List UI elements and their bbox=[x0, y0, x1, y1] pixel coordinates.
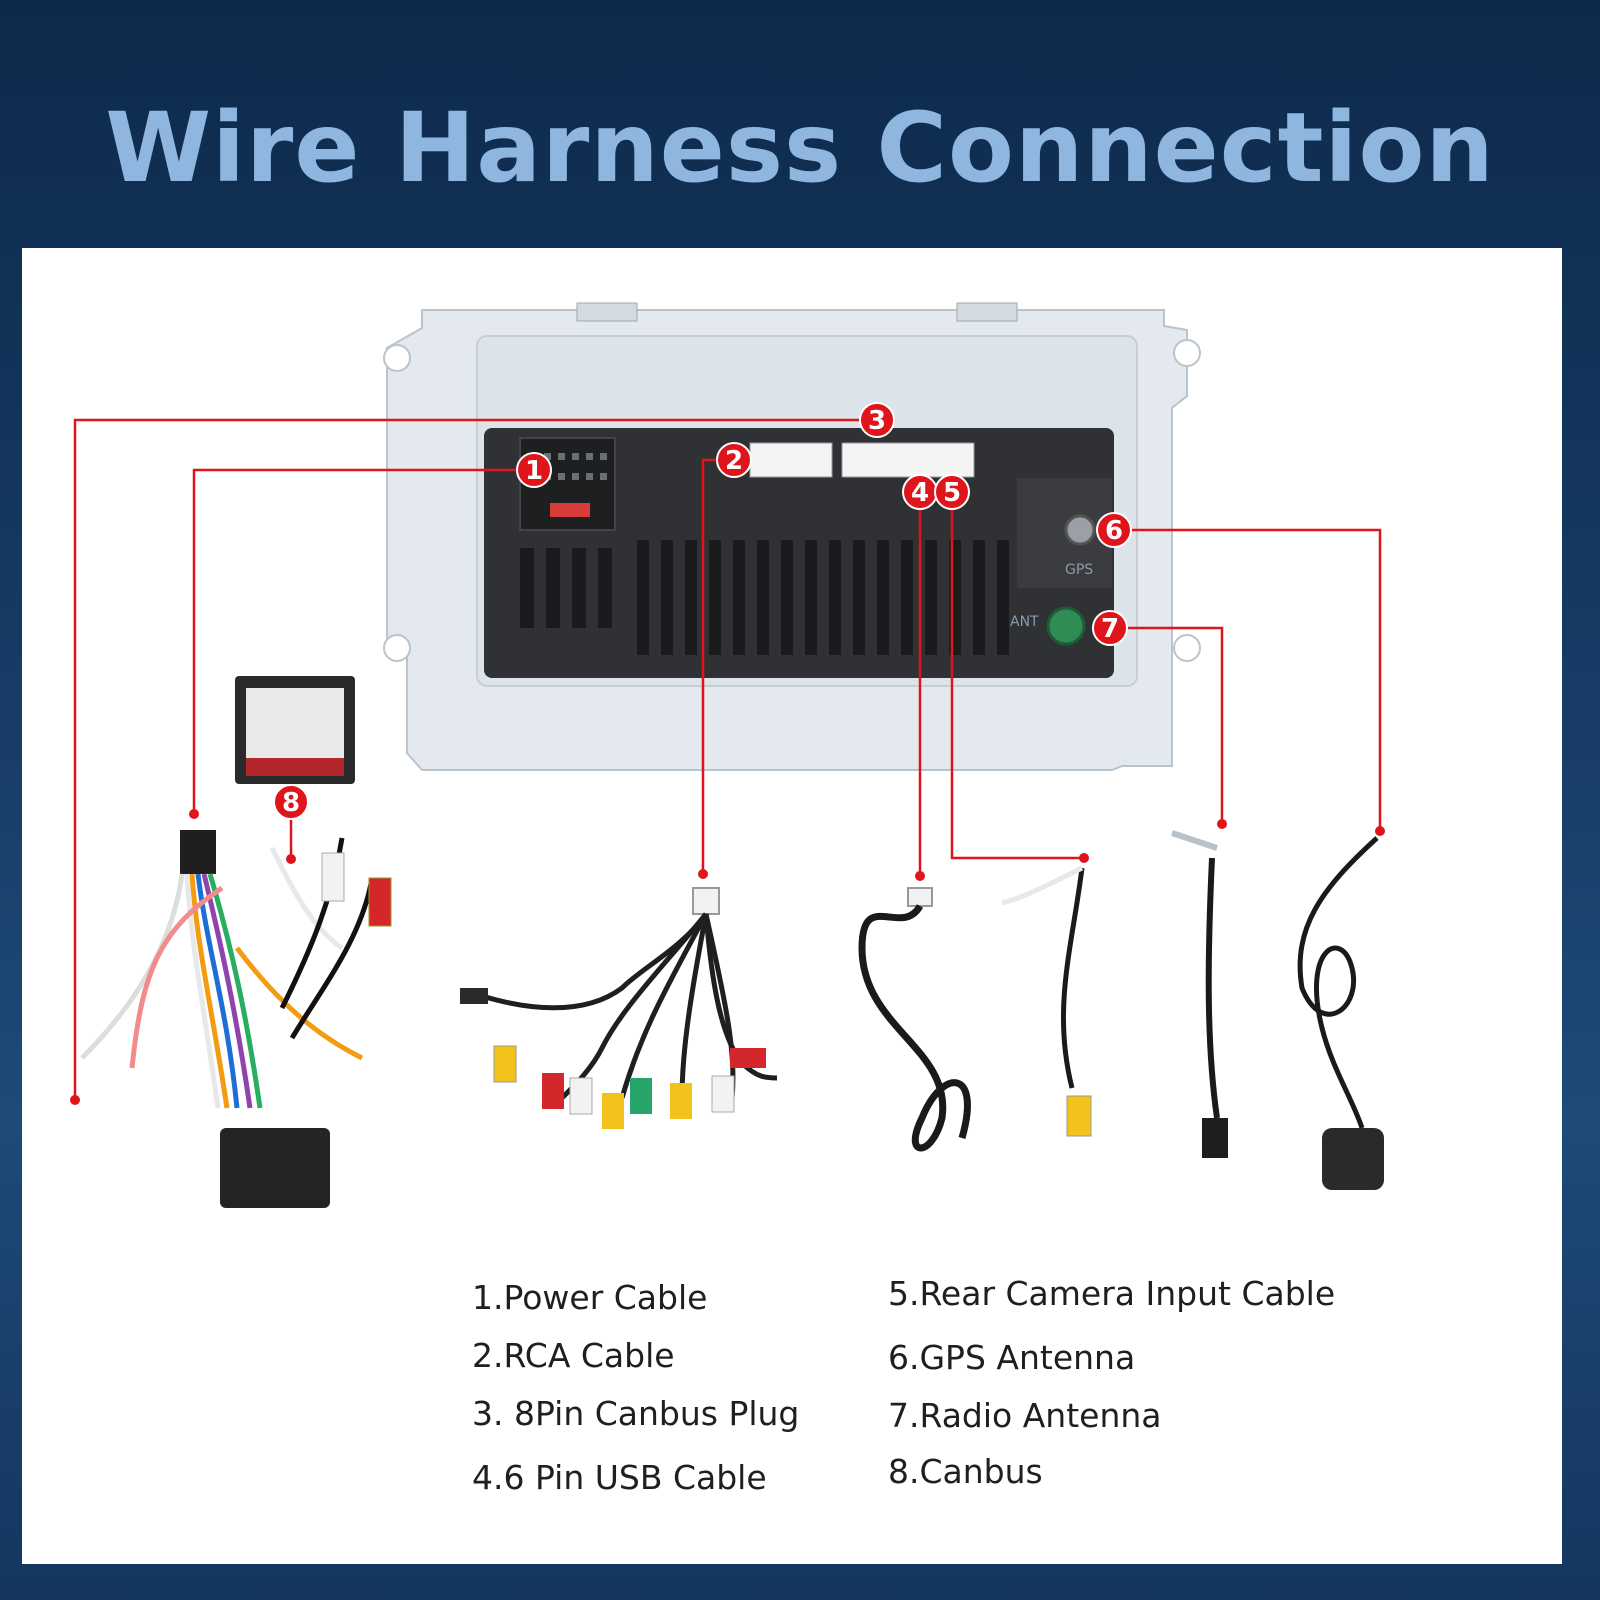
heatsink-fin bbox=[853, 540, 865, 655]
radio-antenna-port bbox=[1046, 606, 1086, 646]
legend-item-2: 2.RCA Cable bbox=[472, 1336, 675, 1375]
heatsink-fin bbox=[572, 548, 586, 628]
leader-end-dots bbox=[70, 809, 1385, 1105]
leader-lines bbox=[73, 418, 1382, 1098]
heatsink-fin bbox=[733, 540, 745, 655]
gps-antenna-port bbox=[1064, 514, 1096, 546]
radio-antenna-cable bbox=[1171, 830, 1228, 1158]
head-unit: GPS ANT bbox=[383, 302, 1201, 771]
legend-item-5: 5.Rear Camera Input Cable bbox=[888, 1274, 1336, 1313]
heatsink-fin bbox=[925, 540, 937, 655]
heatsink-fin bbox=[637, 540, 649, 655]
marker-6-circle bbox=[1096, 512, 1132, 548]
legend-item-3: 3. 8Pin Canbus Plug bbox=[472, 1394, 800, 1433]
heatsink-fin bbox=[520, 548, 534, 628]
marker-8-circle bbox=[273, 784, 309, 820]
clip-top-left bbox=[576, 302, 638, 322]
mount-hole-right-bottom bbox=[1173, 634, 1201, 662]
legend-item-1: 1.Power Cable bbox=[472, 1278, 708, 1317]
legend-item-7: 7.Radio Antenna bbox=[888, 1396, 1162, 1435]
marker-6-label: 6 bbox=[1105, 516, 1123, 546]
gps-port-label: GPS bbox=[1065, 562, 1093, 578]
marker-7-circle bbox=[1092, 610, 1128, 646]
leader-6 bbox=[1114, 528, 1382, 830]
rca-plugs-power bbox=[321, 852, 392, 927]
canbus-box bbox=[235, 676, 355, 784]
heatsink-fin bbox=[901, 540, 913, 655]
marker-3-label: 3 bbox=[868, 406, 886, 436]
leader-1 bbox=[192, 468, 534, 813]
heatsink-fin bbox=[598, 548, 612, 628]
heatsink-fin bbox=[661, 540, 673, 655]
heatsink-fin bbox=[973, 540, 985, 655]
usb-socket-left bbox=[749, 442, 833, 478]
heatsink-fin bbox=[829, 540, 841, 655]
legend-item-4: 4.6 Pin USB Cable bbox=[472, 1458, 767, 1497]
heatsink-fin bbox=[805, 540, 817, 655]
legend-item-6: 6.GPS Antenna bbox=[888, 1338, 1136, 1377]
marker-4-label: 4 bbox=[911, 478, 929, 508]
leader-3 bbox=[73, 418, 877, 1098]
marker-5-label: 5 bbox=[943, 478, 961, 508]
rear-camera-cable bbox=[1001, 865, 1092, 1137]
marker-1-circle bbox=[516, 452, 552, 488]
gps-antenna-cable bbox=[1297, 836, 1384, 1190]
rca-plugs bbox=[460, 988, 766, 1129]
heatsink-fin bbox=[877, 540, 889, 655]
marker-7-label: 7 bbox=[1101, 614, 1119, 644]
clip-top-right bbox=[956, 302, 1018, 322]
heatsink-fin bbox=[685, 540, 697, 655]
legend-item-8: 8.Canbus bbox=[888, 1452, 1043, 1491]
leader-7 bbox=[1110, 626, 1224, 823]
usb-cable bbox=[858, 887, 971, 1152]
marker-2-circle bbox=[716, 442, 752, 478]
fuse bbox=[550, 503, 590, 517]
marker-5-circle bbox=[934, 474, 970, 510]
mount-hole-left-top bbox=[383, 344, 411, 372]
power-cable-harness bbox=[80, 830, 375, 1208]
marker-3-circle bbox=[859, 402, 895, 438]
diagram-panel: GPS ANT bbox=[22, 248, 1562, 1564]
page-title: Wire Harness Connection bbox=[105, 92, 1495, 204]
mount-hole-left-bottom bbox=[383, 634, 411, 662]
heatsink-fin bbox=[781, 540, 793, 655]
mount-hole-right-top bbox=[1173, 339, 1201, 367]
wire-harness-diagram: GPS ANT bbox=[70, 302, 1385, 1208]
ant-port-label: ANT bbox=[1010, 614, 1039, 630]
marker-8-label: 8 bbox=[282, 788, 300, 818]
leader-5 bbox=[950, 492, 1082, 860]
gps-antenna-port-area bbox=[1017, 478, 1112, 588]
heatsink-fin bbox=[997, 540, 1009, 655]
usb-socket-right bbox=[841, 442, 975, 478]
heatsink-fin bbox=[709, 540, 721, 655]
marker-1-label: 1 bbox=[525, 456, 543, 486]
heatsink-fin bbox=[757, 540, 769, 655]
marker-2-label: 2 bbox=[725, 446, 743, 476]
heatsink-fin bbox=[546, 548, 560, 628]
